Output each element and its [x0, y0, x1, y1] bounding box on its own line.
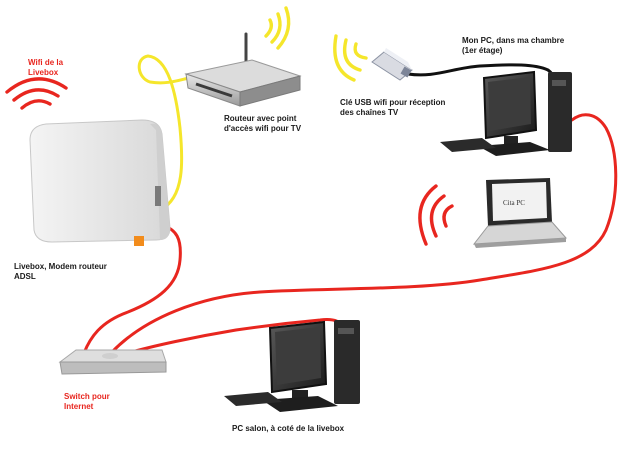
wifi-waves-usb-key [333, 34, 368, 82]
label-router: Routeur avec point d'accès wifi pour TV [224, 114, 302, 133]
yellow-cable [137, 54, 202, 212]
label-usb-key: Clé USB wifi pour réception des chaînes … [340, 98, 446, 117]
desktop-computer-icon [224, 320, 360, 412]
ethernet-cable-switch-monpc [110, 113, 618, 354]
wifi-waves-router [264, 6, 291, 50]
wifi-waves-laptop [418, 184, 454, 246]
wifi-router-icon [184, 32, 302, 107]
label-livebox: Livebox, Modem routeur ADSL [14, 262, 107, 281]
laptop-icon: Cita PC [472, 178, 568, 248]
modem-router-icon [29, 119, 171, 246]
label-livebox-wifi: Wifi de la Livebox [28, 58, 64, 77]
label-pc-salon: PC salon, à coté de la livebox [232, 424, 345, 433]
ethernet-cable-livebox-switch [82, 223, 182, 355]
network-switch-icon [58, 349, 167, 375]
svg-text:Cita PC: Cita PC [503, 199, 525, 207]
usb-wifi-key-icon [371, 48, 413, 81]
ethernet-cable-switch-pcsalon [116, 318, 350, 358]
wifi-waves-livebox [5, 77, 68, 110]
label-mon-pc: Mon PC, dans ma chambre (1er étage) [462, 36, 565, 55]
label-switch: Switch pour Internet [64, 392, 110, 411]
desktop-computer-icon [440, 70, 572, 156]
